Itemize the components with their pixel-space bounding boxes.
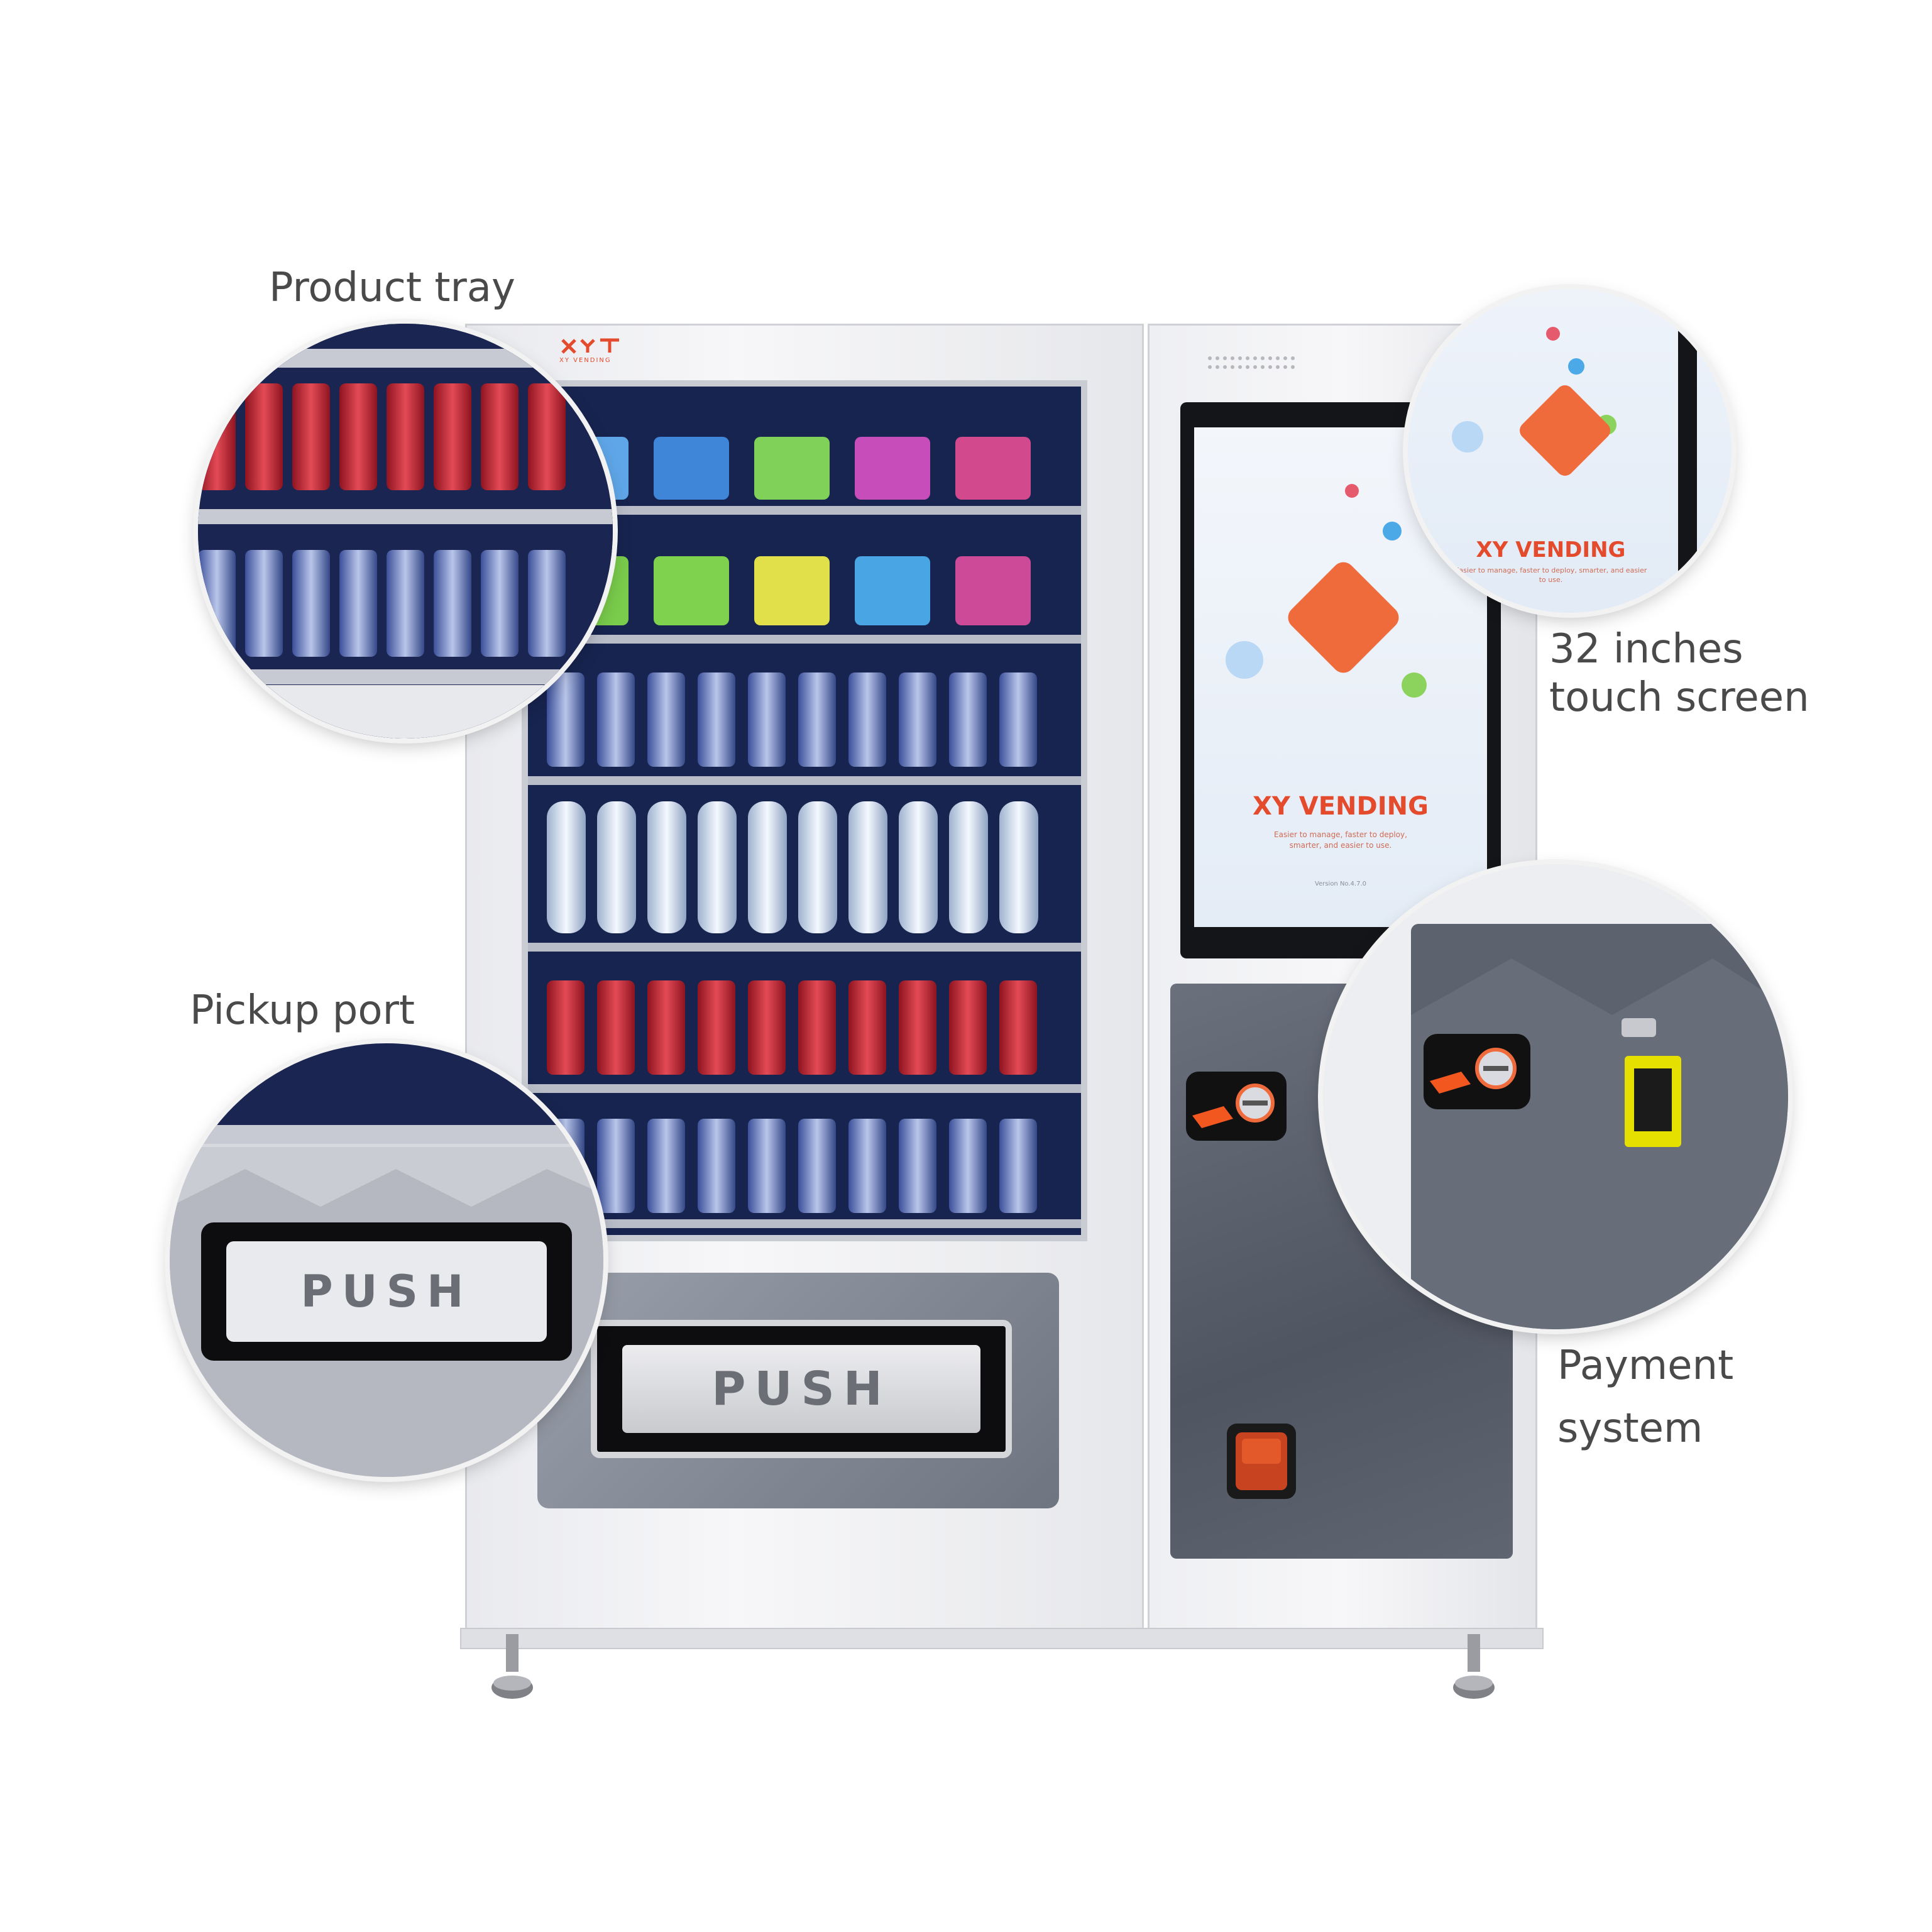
zoom-product-tray-art bbox=[198, 324, 613, 738]
speaker-grill-icon bbox=[1208, 356, 1295, 369]
touch-screen-label-line2: touch screen bbox=[1549, 674, 1809, 721]
pickup-port[interactable]: PUSH bbox=[591, 1320, 1012, 1458]
zoom-pickup-port: PUSH bbox=[170, 1043, 603, 1477]
xy-logo-icon bbox=[561, 338, 619, 354]
row-bottles bbox=[547, 801, 1038, 933]
cabinet-base bbox=[460, 1628, 1544, 1649]
screen-version: Version No.4.7.0 bbox=[1315, 881, 1366, 887]
zoom-screen-tagline: Easier to manage, faster to deploy, smar… bbox=[1454, 566, 1647, 585]
row-cans-blue-1 bbox=[547, 672, 1037, 767]
touch-screen-label-line1: 32 inches bbox=[1549, 626, 1743, 672]
zoom-touch-screen: XY VENDING Easier to manage, faster to d… bbox=[1408, 289, 1732, 613]
zoom-pickup-art bbox=[170, 1043, 603, 1477]
product-shelves bbox=[528, 387, 1081, 1235]
row-cans-red bbox=[547, 980, 1037, 1075]
screen-tagline: Easier to manage, faster to deploy, smar… bbox=[1274, 830, 1407, 850]
coin-return-icon[interactable] bbox=[1227, 1424, 1296, 1499]
coin-slot-icon[interactable] bbox=[1186, 1072, 1287, 1141]
pickup-port-label: Pickup port bbox=[190, 987, 415, 1034]
row-chips-1 bbox=[559, 437, 1031, 500]
screen-brand: XY VENDING bbox=[1253, 792, 1429, 821]
product-window bbox=[522, 380, 1087, 1241]
zoom-product-tray bbox=[198, 324, 613, 738]
zoom-payment-art bbox=[1323, 864, 1788, 1329]
machine-foot-right bbox=[1453, 1634, 1495, 1699]
zoom-payment-system bbox=[1323, 864, 1788, 1329]
product-tray-label: Product tray bbox=[269, 265, 515, 311]
machine-logo: XY VENDING bbox=[559, 338, 635, 364]
touch-screen-bezel: XY VENDING Easier to manage, faster to d… bbox=[1180, 402, 1501, 958]
push-flap-button[interactable]: PUSH bbox=[622, 1345, 980, 1433]
touch-screen[interactable]: XY VENDING Easier to manage, faster to d… bbox=[1194, 427, 1487, 927]
zoom-screen-brand: XY VENDING bbox=[1476, 537, 1626, 563]
machine-foot-left bbox=[491, 1634, 533, 1699]
payment-system-label-line1: Payment bbox=[1557, 1342, 1734, 1389]
screen-product-diamond bbox=[1283, 557, 1403, 678]
zoom-push-label: PUSH bbox=[300, 1266, 473, 1317]
logo-text: XY VENDING bbox=[559, 357, 612, 364]
payment-system-label-line2: system bbox=[1557, 1405, 1703, 1452]
